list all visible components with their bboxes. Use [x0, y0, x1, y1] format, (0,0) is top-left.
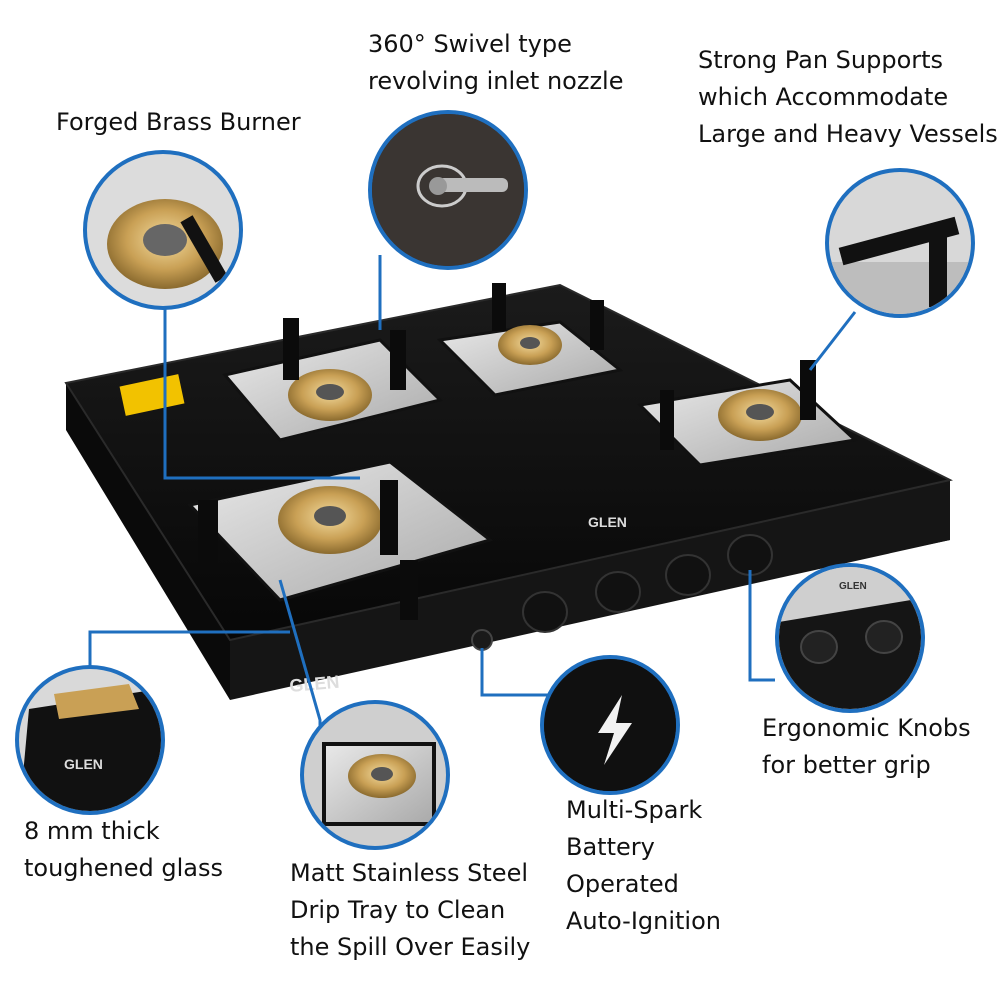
burner-back-left — [222, 338, 443, 442]
burner-label: Forged Brass Burner — [56, 104, 301, 141]
drip-tray-label-line: the Spill Over Easily — [290, 933, 531, 961]
nozzle-label: 360° Swivel type revolving inlet nozzle — [368, 26, 623, 100]
burner-front-left — [187, 460, 494, 602]
pan-supports-label-line: Strong Pan Supports — [698, 46, 944, 74]
ignition-label-line: Auto-Ignition — [566, 907, 721, 935]
burner-label-line: Forged Brass Burner — [56, 108, 301, 136]
pan-supports-label-line: Large and Heavy Vessels — [698, 120, 998, 148]
pan-supports-label-line: which Accommodate — [698, 83, 949, 111]
knobs-label-line: for better grip — [762, 751, 931, 779]
nozzle-detail-circle — [368, 110, 528, 270]
drip-tray-label-line: Drip Tray to Clean — [290, 896, 506, 924]
knobs — [522, 534, 773, 633]
glass-label: 8 mm thick toughened glass — [24, 813, 223, 887]
pan-supports-label: Strong Pan Supports which Accommodate La… — [698, 42, 998, 153]
drip-tray-label: Matt Stainless Steel Drip Tray to Clean … — [290, 855, 530, 966]
svg-text:GLEN: GLEN — [289, 672, 341, 696]
knobs-detail-circle: GLEN — [775, 563, 925, 713]
svg-text:GLEN: GLEN — [64, 756, 103, 772]
svg-text:GLEN: GLEN — [839, 581, 867, 592]
glass-label-line: toughened glass — [24, 854, 223, 882]
glass-label-line: 8 mm thick — [24, 817, 160, 845]
glass-detail-circle: GLEN — [15, 665, 165, 815]
ignition-label: Multi-Spark Battery Operated Auto-Igniti… — [566, 792, 721, 940]
ignition-detail-circle — [540, 655, 680, 795]
ignition-label-line: Multi-Spark — [566, 796, 703, 824]
knobs-label-line: Ergonomic Knobs — [762, 714, 971, 742]
drip-tray-detail-circle — [300, 700, 450, 850]
burner-detail-circle — [83, 150, 243, 310]
knobs-label: Ergonomic Knobs for better grip — [762, 710, 971, 784]
burner-back-middle — [436, 320, 624, 397]
ignition-label-line: Operated — [566, 870, 679, 898]
glass-brand: GLEN — [588, 514, 627, 530]
nozzle-label-line: 360° Swivel type — [368, 30, 572, 58]
nozzle-label-line: revolving inlet nozzle — [368, 67, 624, 95]
pan-support-detail-circle — [825, 168, 975, 318]
ignition-label-line: Battery — [566, 833, 655, 861]
drip-tray-label-line: Matt Stainless Steel — [290, 859, 529, 887]
